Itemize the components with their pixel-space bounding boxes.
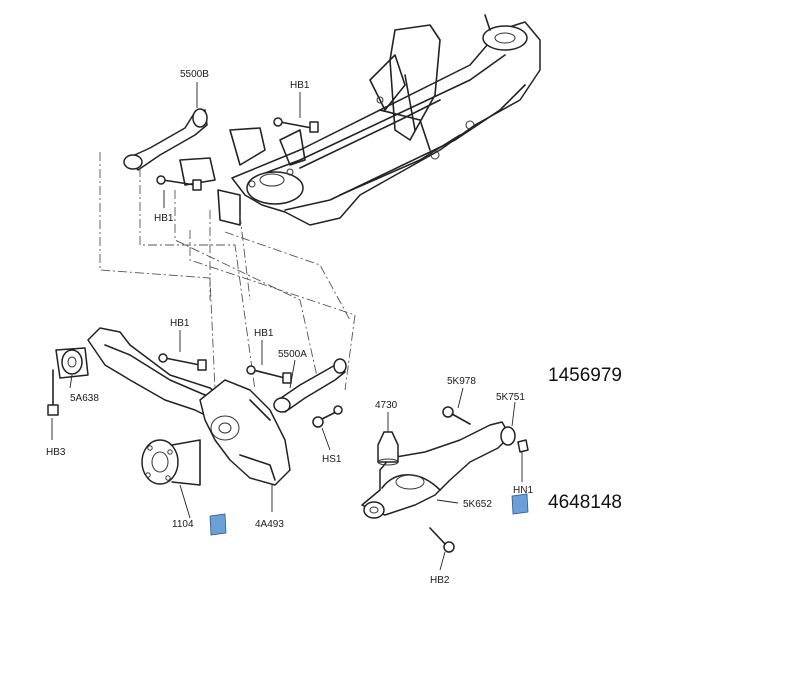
leader-lines [51, 82, 516, 571]
upper-arm-5500A [273, 358, 347, 413]
callout-1104: 1104 [172, 519, 194, 530]
upper-arm-5500B [123, 108, 208, 171]
trailing-arm-5A638 [47, 327, 226, 421]
callout-hb3: HB3 [46, 447, 66, 458]
nut-hn1 [517, 439, 529, 482]
callout-5K751: 5K751 [496, 392, 525, 403]
part-marker-icon [511, 493, 529, 515]
part-number-2: 4648148 [548, 492, 622, 513]
lower-arm-5K652 [361, 421, 516, 519]
part-number-1: 1456979 [548, 365, 622, 386]
callout-hb1-mid2: HB1 [254, 328, 274, 339]
callout-hb1-left: HB1 [154, 213, 174, 224]
callout-5500A: 5500A [278, 349, 307, 360]
callout-hn1: HN1 [513, 485, 533, 496]
bolt-hb1-left [156, 175, 202, 191]
spring-seat-4730 [377, 431, 399, 466]
callout-4730: 4730 [375, 400, 398, 411]
assembly-lines [99, 152, 356, 391]
callout-hb1-top: HB1 [290, 80, 310, 91]
bolts-middle [158, 353, 343, 428]
callout-5A638: 5A638 [70, 393, 99, 404]
callout-hs1: HS1 [322, 454, 342, 465]
bolt-5K978 [442, 406, 471, 425]
callout-5500B: 5500B [180, 69, 209, 80]
bolt-hb1-top [273, 117, 319, 133]
callout-hb1-mid: HB1 [170, 318, 190, 329]
callout-4A493: 4A493 [255, 519, 284, 530]
hub-1104 [141, 439, 201, 486]
part-marker-icon [209, 513, 227, 536]
bolt-hb2 [429, 527, 455, 553]
callout-5K652: 5K652 [463, 499, 492, 510]
callout-5K978: 5K978 [447, 376, 476, 387]
rear-subframe [179, 14, 541, 226]
callout-hb2: HB2 [430, 575, 450, 586]
knuckle-4A493 [199, 379, 291, 486]
